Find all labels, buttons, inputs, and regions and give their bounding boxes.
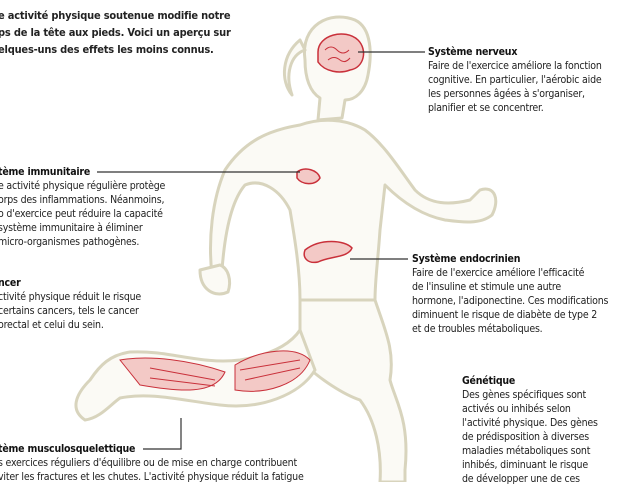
left-fist xyxy=(198,263,232,296)
leader-musculo xyxy=(143,418,182,450)
front-leg xyxy=(298,298,408,482)
section-nerveux: Système nerveux Faire de l'exercice amél… xyxy=(428,46,602,114)
intro-text: e activité physique soutenue modifie not… xyxy=(0,9,231,56)
spleen-icon xyxy=(296,168,321,185)
pancreas-icon xyxy=(303,240,353,264)
section-musculo: tème musculosquelettique s exercices rég… xyxy=(0,443,304,483)
ponytail xyxy=(282,38,307,97)
section-endocrinien: Système endocrinien Faire de l'exercice … xyxy=(412,253,609,335)
section-genetique: Génétique Des gènes spécifiques sont act… xyxy=(462,375,598,485)
section-immunitaire: tème immunitaire e activité physique rég… xyxy=(0,166,166,248)
section-cancer: ncer ctivité physique réduit le risque c… xyxy=(0,277,142,331)
leg-muscles xyxy=(119,350,311,392)
torso xyxy=(209,118,498,302)
